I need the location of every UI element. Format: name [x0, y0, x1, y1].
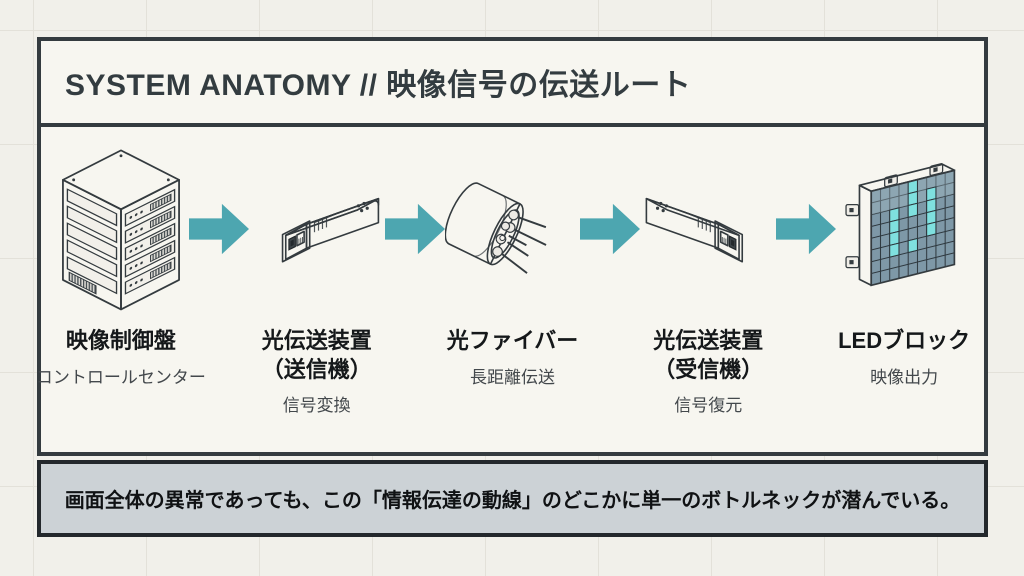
- panel-title-bar: SYSTEM ANATOMY // 映像信号の伝送ルート: [41, 41, 984, 127]
- led-block-icon: [845, 163, 956, 287]
- optical-fiber-icon: [444, 181, 547, 274]
- main-panel: SYSTEM ANATOMY // 映像信号の伝送ルート: [36, 37, 988, 456]
- node-optical-fiber: 光ファイバー 長距離伝送: [444, 131, 581, 388]
- flow-arrow-icon: [776, 203, 837, 255]
- node-sublabel: 映像出力: [870, 367, 939, 387]
- node-label: 光ファイバー: [446, 328, 579, 353]
- optical-transmitter-icon: [281, 197, 380, 263]
- server-rack-icon: [61, 149, 180, 311]
- node-label: 光伝送装置: [261, 328, 372, 353]
- node-label-line2: （受信機）: [653, 356, 764, 382]
- node-sublabel: 長距離伝送: [469, 367, 555, 387]
- flow-arrow-icon: [580, 203, 641, 255]
- node-optical-receiver: 光伝送装置 （受信機） 信号復元: [640, 131, 776, 416]
- optical-receiver-icon: [645, 197, 744, 263]
- node-led-block: LEDブロック 映像出力: [836, 131, 972, 388]
- node-sublabel: コントロールセンター: [35, 367, 206, 387]
- node-label: LEDブロック: [838, 328, 971, 353]
- page-title: SYSTEM ANATOMY // 映像信号の伝送ルート: [65, 69, 692, 102]
- node-label-line2: （送信機）: [261, 356, 372, 382]
- node-optical-transmitter: 光伝送装置 （送信機） 信号変換: [249, 131, 385, 416]
- footer-note-bar: 画面全体の異常であっても、この「情報伝達の動線」のどこかに単一のボトルネックが潜…: [37, 460, 988, 537]
- signal-flow-diagram: 映像制御盤 コントロールセンター: [36, 127, 984, 448]
- node-control-panel: 映像制御盤 コントロールセンター: [36, 131, 206, 388]
- flow-arrow-icon: [384, 203, 445, 255]
- flow-arrow-icon: [188, 203, 249, 255]
- node-label: 光伝送装置: [653, 328, 764, 353]
- node-sublabel: 信号変換: [282, 396, 351, 416]
- footer-note-text: 画面全体の異常であっても、この「情報伝達の動線」のどこかに単一のボトルネックが潜…: [64, 490, 961, 512]
- node-label: 映像制御盤: [65, 328, 176, 353]
- node-sublabel: 信号復元: [674, 396, 743, 416]
